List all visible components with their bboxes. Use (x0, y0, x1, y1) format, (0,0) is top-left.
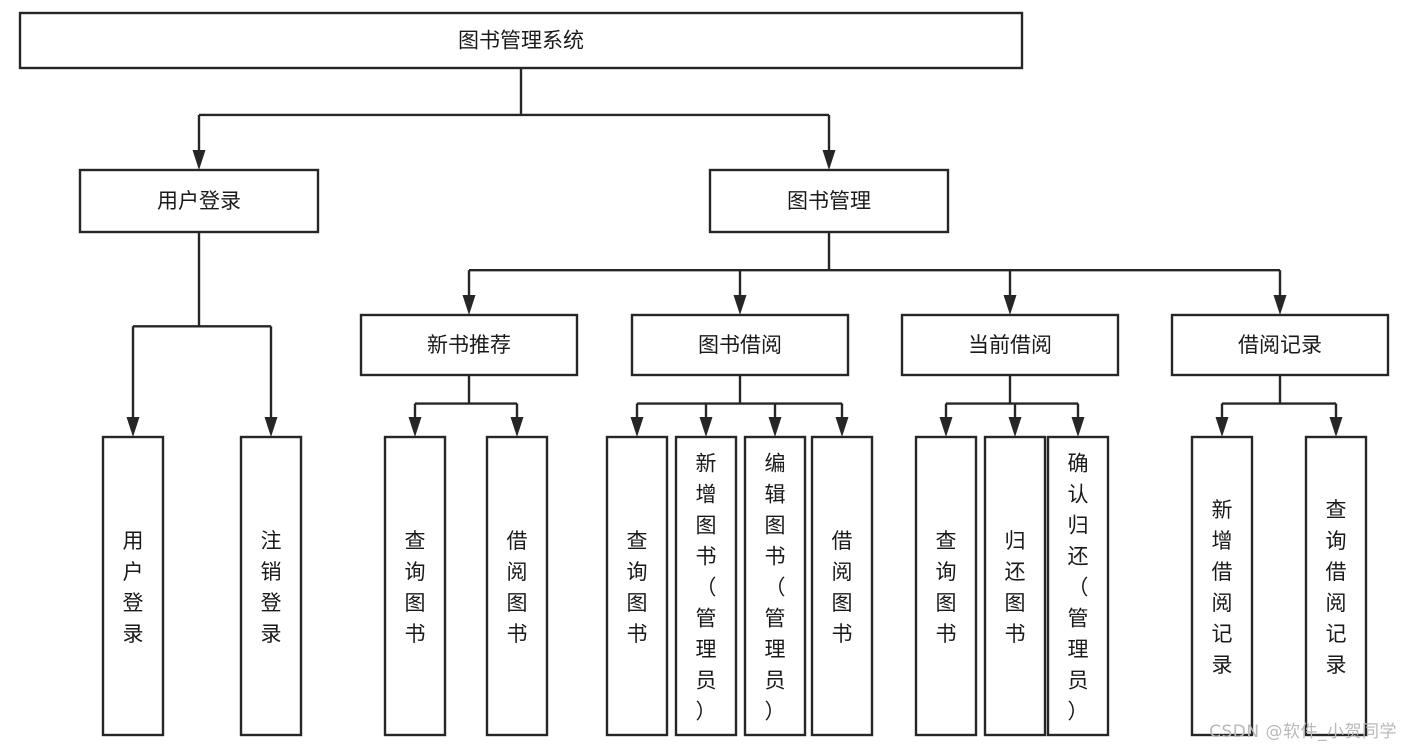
node-label-leaf-rec-borrow: 借阅图书 (507, 529, 528, 646)
node-book-borrow[interactable]: 图书借阅 (630, 313, 850, 377)
node-box-leaf-rr-add[interactable] (1190, 435, 1254, 737)
node-leaf-borrow-query[interactable]: 查询图书 (605, 435, 669, 737)
node-leaf-user-logout[interactable]: 注销登录 (239, 435, 303, 737)
node-box-leaf-cur-query[interactable] (914, 435, 978, 737)
node-label-leaf-rr-query: 查询借阅记录 (1326, 498, 1347, 677)
node-box-borrow-record[interactable] (1170, 313, 1390, 377)
node-label-leaf-user-login: 用户登录 (123, 529, 144, 646)
edge-group (408, 375, 524, 437)
node-box-user-login[interactable] (78, 168, 320, 234)
node-leaf-rec-query[interactable]: 查询图书 (383, 435, 447, 737)
node-box-book-borrow[interactable] (630, 313, 850, 377)
node-label-leaf-cur-return: 归还图书 (1005, 529, 1026, 646)
csdn-watermark: CSDN @软件_小贺同学 (1209, 722, 1397, 742)
node-leaf-borrow-add[interactable]: 新增图书（管理员） (674, 435, 738, 737)
node-leaf-cur-query[interactable]: 查询图书 (914, 435, 978, 737)
node-box-leaf-borrow-add[interactable] (674, 435, 738, 737)
node-label-user-login: 用户登录 (157, 189, 241, 213)
node-leaf-cur-return[interactable]: 归还图书 (983, 435, 1047, 737)
node-box-leaf-user-logout[interactable] (239, 435, 303, 737)
node-label-leaf-borrow-add: 新增图书（管理员） (696, 452, 717, 724)
node-leaf-rr-add[interactable]: 新增借阅记录 (1190, 435, 1254, 737)
node-borrow-record[interactable]: 借阅记录 (1170, 313, 1390, 377)
node-box-leaf-user-login[interactable] (101, 435, 165, 737)
node-box-book-manage[interactable] (708, 168, 950, 234)
node-current-borrow[interactable]: 当前借阅 (900, 313, 1120, 377)
node-label-leaf-cur-query: 查询图书 (936, 529, 957, 646)
node-box-leaf-cur-confirm[interactable] (1046, 435, 1110, 737)
node-box-leaf-borrow-query[interactable] (605, 435, 669, 737)
node-label-current-borrow: 当前借阅 (968, 333, 1052, 357)
node-label-leaf-cur-confirm: 确认归还（管理员） (1068, 452, 1089, 724)
node-label-borrow-record: 借阅记录 (1238, 333, 1322, 357)
node-leaf-borrow-edit[interactable]: 编辑图书（管理员） (743, 435, 807, 737)
edge-group (630, 375, 849, 437)
node-box-current-borrow[interactable] (900, 313, 1120, 377)
node-box-leaf-cur-return[interactable] (983, 435, 1047, 737)
edge-group (192, 68, 836, 170)
node-new-book-rec[interactable]: 新书推荐 (359, 313, 579, 377)
edge-group (462, 232, 1287, 315)
edge-group (126, 232, 278, 437)
node-label-book-manage: 图书管理 (787, 189, 871, 213)
node-box-new-book-rec[interactable] (359, 313, 579, 377)
node-box-leaf-rr-query[interactable] (1304, 435, 1368, 737)
node-label-book-borrow: 图书借阅 (698, 333, 782, 357)
node-box-root[interactable] (18, 11, 1024, 70)
node-book-manage[interactable]: 图书管理 (708, 168, 950, 234)
node-box-leaf-rec-query[interactable] (383, 435, 447, 737)
edge-group (939, 375, 1085, 437)
node-label-root: 图书管理系统 (458, 29, 584, 53)
node-leaf-rr-query[interactable]: 查询借阅记录 (1304, 435, 1368, 737)
node-root[interactable]: 图书管理系统 (18, 11, 1024, 70)
node-leaf-rec-borrow[interactable]: 借阅图书 (485, 435, 549, 737)
node-box-leaf-rec-borrow[interactable] (485, 435, 549, 737)
node-box-leaf-borrow-do[interactable] (810, 435, 874, 737)
node-label-new-book-rec: 新书推荐 (427, 333, 511, 357)
node-user-login[interactable]: 用户登录 (78, 168, 320, 234)
edges-layer (126, 68, 1343, 437)
node-label-leaf-user-logout: 注销登录 (261, 529, 282, 646)
node-leaf-cur-confirm[interactable]: 确认归还（管理员） (1046, 435, 1110, 737)
node-label-leaf-borrow-edit: 编辑图书（管理员） (765, 452, 786, 724)
node-label-leaf-rec-query: 查询图书 (405, 529, 426, 646)
node-label-leaf-borrow-query: 查询图书 (627, 529, 648, 646)
edge-group (1215, 375, 1343, 437)
nodes-layer: 图书管理系统用户登录图书管理新书推荐图书借阅当前借阅借阅记录用户登录注销登录查询… (18, 11, 1390, 737)
node-label-leaf-borrow-do: 借阅图书 (832, 529, 853, 646)
node-leaf-borrow-do[interactable]: 借阅图书 (810, 435, 874, 737)
node-label-leaf-rr-add: 新增借阅记录 (1212, 498, 1233, 677)
node-box-leaf-borrow-edit[interactable] (743, 435, 807, 737)
node-leaf-user-login[interactable]: 用户登录 (101, 435, 165, 737)
